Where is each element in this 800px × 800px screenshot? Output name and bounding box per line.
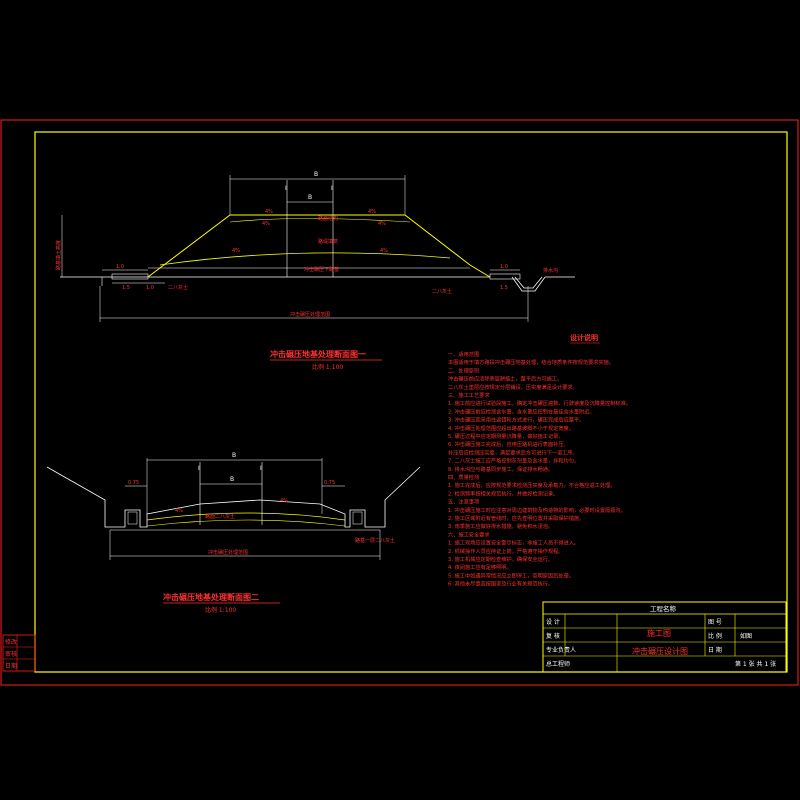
note-line: 三、施工工艺要求 (448, 391, 490, 399)
bot-slope-left: 4% (175, 508, 183, 514)
note-line: 本图适用于填方路段冲击碾压地基处理，结合地质条件按规范要求实施。 (448, 358, 614, 366)
ditch-label: 排水沟 (543, 267, 558, 274)
left-height-label: 路基填土高度 (55, 240, 62, 270)
note-line: 1. 冲击碾压施工时应注意对周边建筑物及构造物的影响，必要时设置隔振沟。 (448, 506, 626, 514)
note-line: 3. 施工机械应定期检查维护，确保安全运行。 (448, 555, 553, 563)
tb-project: 施工图 (647, 628, 671, 638)
side-stamp: 修改 审核 日期 (2, 634, 36, 672)
section-bottom: B B I I 0.75 0.75 4% 4% 路面二八灰土 路基一层二八灰土 … (46, 452, 421, 614)
note-line: 1. 施工完成后，应按规范要求检测压实度及承载力，不合格应返工处理。 (448, 481, 615, 489)
note-line: 7. 二八灰土施工应严格控制灰剂量及含水量，拌和均匀。 (448, 457, 579, 465)
layer-2: 冲击碾压下路基 (304, 266, 339, 273)
section-top: B B I I 4% 4% 4% 4% 4% 4% 路面结构 路堤填筑 冲击碾压… (55, 171, 575, 371)
note-line: 5. 碾压过程中应定期测量沉降量，做好施工记录。 (448, 432, 564, 440)
bot-slope-right: 4% (280, 498, 288, 504)
top-slope-4: 4% (232, 248, 240, 254)
note-line: 6. 冲击碾压施工完成后，应用压路机进行表面补压， (448, 440, 569, 448)
note-line: 冲击碾压前应清除表层耕植土，整平后方可施工。 (448, 375, 562, 383)
top-dim-right-0: 1.0 (500, 264, 508, 270)
top-right-note: 二八灰土 (432, 288, 452, 295)
bot-dim-b: B (230, 476, 234, 483)
top-dim-right-1: 1.5 (500, 285, 508, 291)
note-line: 4. 冲击碾压处理范围应超出路基坡脚不小于规定宽度。 (448, 424, 574, 432)
title-block: 工程名称 设 计 复 核 专业负责人 总工程师 施工图 冲击碾压设计图 图 号 … (542, 601, 787, 673)
tb-sheet: 第 1 张 共 1 张 (735, 660, 776, 668)
bot-title: 冲击碾压地基处理断面图二 (163, 592, 259, 602)
note-line: 1. 施工现场应设置安全警示标志，非施工人员不得进入。 (448, 539, 579, 547)
note-line: 4. 夜间施工应有足够照明。 (448, 563, 512, 571)
bot-right-note: 路基一层二八灰土 (355, 537, 395, 544)
top-left-note: 二八灰土 (168, 284, 188, 291)
top-slope-1: 4% (368, 209, 376, 215)
note-line: 8. 排水沟应与路基同步施工，保证排水畅通。 (448, 465, 553, 473)
note-line: 五、注意事项 (448, 498, 479, 506)
stamp-0: 修改 (5, 638, 17, 646)
bot-center-note: 路面二八灰土 (205, 513, 235, 520)
note-line: 2. 机械操作人员应持证上岗，严格遵守操作规程。 (448, 547, 564, 555)
top-slope-2: 4% (262, 221, 270, 227)
tb-label-0: 图 号 (708, 619, 722, 626)
top-bottom-dim: 冲击碾压处理范围 (290, 311, 330, 318)
bot-left-dim: 0.75 (128, 480, 139, 486)
tb-scale-value: 如图 (740, 632, 752, 640)
stamp-1: 审核 (5, 650, 17, 658)
top-scale: 比例 1:100 (312, 363, 343, 371)
note-line: 2. 冲击碾压前应检测含水量，含水量应控制在最佳含水量附近。 (448, 407, 595, 415)
notes-heading: 设计说明 (570, 333, 598, 342)
top-dim-left-1: 1.5 (122, 285, 130, 291)
note-line: 2. 检测频率按相关规范执行，并做好检测记录。 (448, 489, 558, 497)
top-dim-left-0: 1.0 (116, 264, 124, 270)
tb-row-2: 专业负责人 (546, 646, 576, 654)
note-line: 5. 施工中如遇异常情况应立即停工，查明原因后处理。 (448, 571, 574, 579)
tb-row-3: 总工程师 (546, 660, 570, 668)
top-slope-5: 4% (380, 248, 388, 254)
bot-scale: 比例 1:100 (205, 606, 236, 614)
layer-0: 路面结构 (318, 215, 338, 222)
tb-company: 工程名称 (650, 604, 677, 613)
drainage-ditch (511, 276, 546, 292)
stamp-2: 日期 (5, 662, 17, 670)
note-line: 6. 其他未尽事宜按国家及行业有关规范执行。 (448, 580, 553, 588)
tb-drawing-name: 冲击碾压设计图 (632, 646, 688, 656)
bot-mark-I1: I (198, 465, 200, 472)
top-slope-3: 4% (378, 221, 386, 227)
top-mark-I1: I (285, 185, 287, 192)
note-line: 3. 雨季施工应做好排水措施，避免积水浸泡。 (448, 522, 553, 530)
note-line: 二八灰土垫层应按规定分层铺设，压实度满足设计要求。 (448, 383, 578, 391)
design-notes: 设计说明 一、适用范围 本图适用于填方路段冲击碾压地基处理，结合地质条件按规范要… (448, 333, 631, 588)
note-line: 补压后应检测压实度，满足要求后方可进行下一道工序。 (448, 448, 578, 456)
note-line: 六、施工安全要求 (448, 530, 490, 538)
tb-label-2: 日 期 (708, 646, 722, 654)
note-line: 二、处理原则 (448, 366, 479, 374)
inner-border (34, 131, 788, 673)
note-line: 1. 施工前应进行试验段施工，确定冲击碾压遍数、行驶速度及沉降量控制标准。 (448, 399, 631, 407)
note-line: 2. 施工区域附近有管线时，应先查明位置并采取保护措施。 (448, 514, 584, 522)
bot-dim-B: B (232, 452, 236, 459)
top-slope-0: 4% (265, 209, 273, 215)
top-dim-left-2: 1.0 (146, 285, 154, 291)
outer-frame (0, 119, 799, 686)
note-line: 一、适用范围 (448, 350, 479, 358)
layer-1: 路堤填筑 (318, 238, 338, 245)
tb-row-0: 设 计 (546, 618, 560, 626)
tb-label-1: 比 例 (708, 632, 722, 640)
top-dim-B: B (314, 171, 318, 178)
note-line: 四、质量检测 (448, 473, 479, 481)
top-mark-I2: I (331, 185, 333, 192)
top-dim-b: B (308, 194, 312, 201)
cut-outline (46, 466, 421, 528)
bot-mark-I2: I (260, 465, 262, 472)
tb-row-1: 复 核 (546, 632, 560, 640)
bot-right-dim: 0.75 (324, 480, 335, 486)
bot-bottom-dim: 冲击碾压处理范围 (208, 549, 248, 556)
top-title: 冲击碾压地基处理断面图一 (270, 349, 366, 359)
note-line: 3. 冲击碾压宜采用往返错轮方式进行，碾压完成后应整平。 (448, 416, 584, 424)
